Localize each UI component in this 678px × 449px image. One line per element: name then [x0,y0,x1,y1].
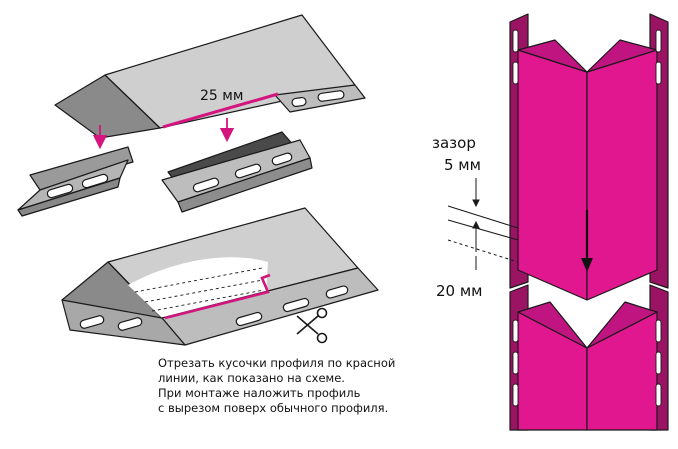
caption-line-2: линии, как показано на схеме. [158,371,345,385]
caption-line-1: Отрезать кусочки профиля по красной [158,356,396,370]
gap-title-label: зазор [432,134,476,152]
corner-profile-top [54,14,366,139]
gap-dimension [447,178,519,270]
assembled-profile [61,207,379,346]
cut-width-label: 25 мм [200,88,243,104]
lower-slots [512,319,662,407]
corner-lower-section [509,284,669,431]
scissors-icon [296,307,328,344]
instruction-caption: Отрезать кусочки профиля по красной лини… [158,356,398,416]
overlap-value-label: 20 мм [436,282,483,300]
cut-line-top [162,92,279,129]
caption-line-4: с вырезом поверх обычного профиля. [158,401,389,415]
caption-line-3: При монтаже наложить профиль [158,386,361,400]
cut-piece-left [17,146,134,217]
cut-line-bottom [164,273,271,320]
cut-piece-right [161,131,313,213]
corner-upper-section [509,13,669,301]
gap-value-label: 5 мм [444,156,481,174]
arrow-down-icon [581,210,593,272]
upper-slots [512,29,662,85]
